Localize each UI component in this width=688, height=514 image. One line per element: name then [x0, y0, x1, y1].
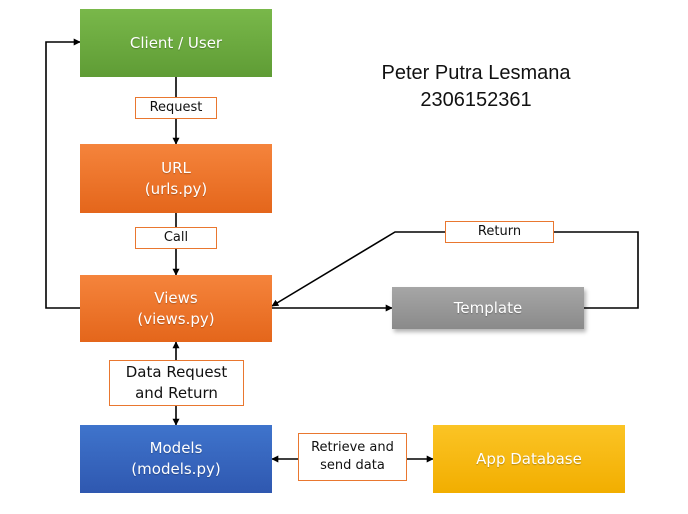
models-node-label: Models [149, 439, 203, 457]
return-edge-label: Return [445, 221, 554, 243]
retrieve-edge-text-1: Retrieve and [311, 440, 394, 455]
author-block: Peter Putra Lesmana 2306152361 [360, 60, 592, 114]
views-node-label: Views [154, 288, 198, 307]
template-node-label: Template [453, 298, 523, 317]
url-node-label: URL [161, 158, 191, 177]
data-request-edge-label: Data Request and Return [109, 360, 244, 406]
models-node-file: (models.py) [131, 460, 221, 478]
app-database-node: App Database [433, 425, 625, 493]
views-node-file: (views.py) [137, 309, 215, 328]
retrieve-edge-text-2: send data [320, 458, 385, 473]
author-id: 2306152361 [420, 89, 532, 111]
client-user-node-label: Client / User [129, 33, 223, 52]
app-database-node-label: App Database [476, 449, 582, 468]
return-edge-text: Return [477, 224, 522, 239]
arrow-template-return [271, 231, 639, 309]
call-edge-label: Call [135, 227, 217, 249]
url-node: URL (urls.py) [80, 144, 272, 213]
client-user-node: Client / User [80, 9, 272, 77]
data-request-edge-text-1: Data Request [125, 363, 228, 381]
url-node-file: (urls.py) [144, 179, 208, 198]
author-name: Peter Putra Lesmana [381, 62, 571, 84]
retrieve-edge-label: Retrieve and send data [298, 433, 407, 481]
data-request-edge-text-2: and Return [135, 384, 218, 402]
arrow-views-to-client [45, 38, 81, 309]
request-edge-label: Request [135, 97, 217, 119]
models-node: Models (models.py) [80, 425, 272, 493]
template-node: Template [392, 287, 584, 329]
request-edge-text: Request [149, 100, 203, 115]
views-node: Views (views.py) [80, 275, 272, 342]
call-edge-text: Call [163, 230, 189, 245]
